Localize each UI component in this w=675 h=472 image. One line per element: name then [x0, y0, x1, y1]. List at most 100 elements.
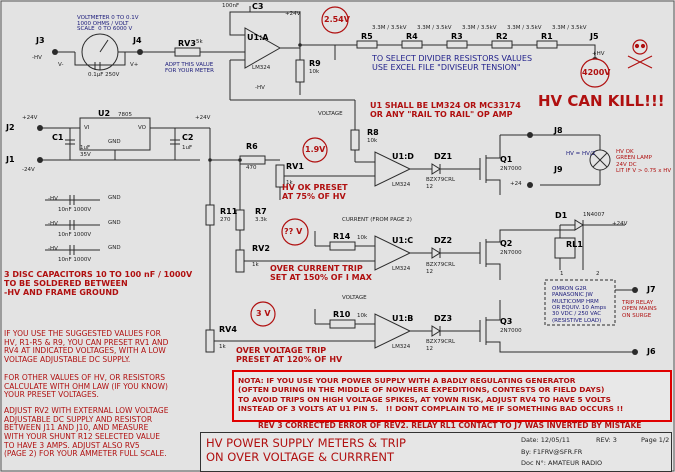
- dz2-value: BZX79CRL: [426, 262, 456, 268]
- u1a-neg: -HV: [255, 85, 265, 91]
- dz2-label: DZ2: [434, 236, 453, 245]
- j7-label: J7: [647, 285, 656, 294]
- u2-label: U2: [98, 109, 111, 118]
- relay-supply: +24V: [612, 221, 628, 227]
- j9-label: J9: [554, 165, 563, 174]
- u1a-label: U1:A: [247, 33, 269, 42]
- gnd-1: GND: [108, 195, 121, 201]
- preset-1-9v: 1.9V: [305, 145, 326, 154]
- u1b-label: U1:B: [392, 314, 414, 323]
- j2-label: J2: [6, 123, 15, 132]
- rv3-value: 5k: [196, 39, 203, 45]
- title-doc: Doc N°: AMATEUR RADIO: [521, 459, 603, 467]
- meter-vminus: V-: [58, 62, 64, 68]
- r4-label: R4: [406, 32, 418, 41]
- c3-label: C3: [252, 2, 264, 11]
- j2-supply: +24V: [22, 115, 38, 121]
- c3-value: 100nF: [222, 3, 240, 9]
- dz3-value: BZX79CRL: [426, 339, 456, 345]
- hv-4200v: 4200V: [582, 68, 611, 77]
- left-note-presets: IF YOU USE THE SUGGESTED VALUES FOR HV, …: [4, 329, 169, 364]
- u1c-part: LM324: [392, 266, 411, 272]
- rl1-label: RL1: [566, 240, 583, 249]
- u2-vi: VI: [84, 125, 90, 131]
- left-note-adjust-rv2: ADJUST RV2 WITH EXTERNAL LOW VOLTAGE ADJ…: [4, 406, 169, 459]
- title-by: By: F1FRV@SFR.FR: [521, 448, 583, 456]
- rv2-label: RV2: [252, 244, 270, 253]
- j8-label: J8: [554, 126, 563, 135]
- j1-label: J1: [6, 155, 15, 164]
- d1-value: 1N4007: [583, 212, 605, 218]
- reg-out-supply: +24V: [195, 115, 211, 121]
- r14-value: 10k: [357, 235, 368, 241]
- divider-note: TO SELECT DIVIDER RESISTORS VALUES USE E…: [372, 54, 533, 73]
- voltage-tag-2: VOLTAGE: [342, 295, 367, 301]
- r8-label: R8: [367, 128, 379, 137]
- r14-label: R14: [333, 232, 351, 241]
- r1-label: R1: [541, 32, 553, 41]
- relay-pin-1: 1: [560, 271, 564, 277]
- hv-ok-lamp-note: HV OK GREEN LAMP 24V DC LIT IF V > 0.75 …: [616, 149, 672, 174]
- r3-label: R3: [451, 32, 463, 41]
- q3-label: Q3: [500, 317, 513, 326]
- disc-caps-note: 3 DISC CAPACITORS 10 TO 100 nF / 1000V T…: [4, 270, 193, 298]
- r10-label: R10: [333, 310, 351, 319]
- c2-label: C2: [182, 133, 194, 142]
- r8-value: 10k: [367, 138, 378, 144]
- u1-note: U1 SHALL BE LM324 OR MC33174 OR ANY "RAI…: [370, 101, 521, 120]
- q1-label: Q1: [500, 155, 513, 164]
- r4-value: 3.3M / 3.5kV: [417, 25, 452, 31]
- preset-2-54v: 2.54V: [324, 15, 350, 24]
- relay-pin-2: 2: [596, 271, 600, 277]
- nota-text: NOTA: IF YOU USE YOUR POWER SUPPLY WITH …: [238, 376, 624, 413]
- r2-label: R2: [496, 32, 508, 41]
- r6-value: 470: [246, 165, 257, 171]
- dz3-label: DZ3: [434, 314, 453, 323]
- nota-warning-box: NOTA: IF YOU USE YOUR POWER SUPPLY WITH …: [232, 370, 672, 422]
- q2-label: Q2: [500, 239, 513, 248]
- over-voltage-note: OVER VOLTAGE TRIP PRESET AT 120% OF HV: [236, 346, 343, 364]
- r2-value: 3.3M / 3.5kV: [507, 25, 542, 31]
- rv2-value: 1k: [252, 262, 259, 268]
- c1-value: 1uF: [80, 145, 91, 151]
- j6-label: J6: [647, 347, 656, 356]
- q2-value: 2N7000: [500, 250, 522, 256]
- voltmeter-note: VOLTMETER 0 TO 0.1V 1000 OHMS / VOLT SCA…: [77, 15, 139, 32]
- cap10-1: 10nF 1000V: [58, 207, 92, 213]
- c1-label: C1: [52, 133, 64, 142]
- dz1-value: BZX79CRL: [426, 177, 456, 183]
- gnd-3: GND: [108, 245, 121, 251]
- skull-danger-icon: [627, 39, 653, 69]
- r11-value: 270: [220, 217, 231, 223]
- r9-value: 10k: [309, 69, 320, 75]
- r6-label: R6: [246, 142, 258, 151]
- hv-ok-preset-note: HV OK PRESET AT 75% OF HV: [282, 183, 348, 201]
- u1a-supply: +24V: [285, 11, 301, 17]
- rv3-label: RV3: [178, 39, 196, 48]
- rv1-value: 1k: [286, 180, 293, 186]
- r1-value: 3.3M / 3.5kV: [552, 25, 587, 31]
- dz2-volt: 12: [426, 269, 433, 275]
- adapt-note: ADPT THIS VALUE FOR YOUR METER: [165, 62, 214, 74]
- omron-note: OMRON G2R PANASONIC JW MULTICOMP HRM OR …: [552, 286, 607, 324]
- c2-value: 1uF: [182, 145, 193, 151]
- title-page: Page 1/2: [641, 436, 670, 444]
- u1d-label: U1:D: [392, 152, 414, 161]
- j4-label: J4: [133, 36, 142, 45]
- r10-value: 10k: [357, 313, 368, 319]
- current-tag: CURRENT (FROM PAGE 2): [342, 217, 412, 223]
- dz3-volt: 12: [426, 346, 433, 352]
- trip-relay-note: TRIP RELAY OPEN MAINS ON SURGE: [622, 300, 657, 319]
- dz1-label: DZ1: [434, 152, 453, 161]
- r3-value: 3.3M / 3.5kV: [462, 25, 497, 31]
- c1-voltage: 35V: [80, 152, 91, 158]
- cap10-3: 10nF 1000V: [58, 257, 92, 263]
- cap-neg-3: -HV: [48, 246, 58, 252]
- hv-pos: +HV: [592, 51, 605, 57]
- d1-label: D1: [555, 211, 568, 220]
- left-note-other-values: FOR OTHER VALUES OF HV, OR RESISTORS CAL…: [4, 373, 168, 400]
- j1-supply: -24V: [22, 167, 35, 173]
- u1b-part: LM324: [392, 344, 411, 350]
- u2-gnd: GND: [108, 139, 121, 145]
